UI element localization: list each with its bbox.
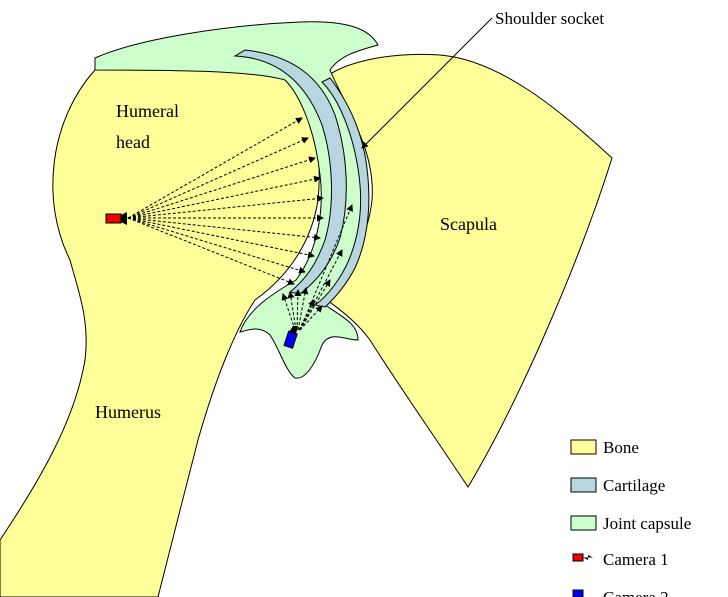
camera1-body: [106, 214, 121, 223]
legend: Bone Cartilage Joint capsule Camera 1 Ca…: [571, 438, 691, 597]
legend-label-camera2: Camera 2: [603, 588, 669, 597]
legend-label-joint-capsule: Joint capsule: [603, 514, 691, 533]
legend-swatch-joint-capsule: [571, 516, 596, 530]
legend-swatch-bone: [571, 440, 596, 454]
legend-label-bone: Bone: [603, 438, 639, 457]
label-humeral-head-1: Humeral: [116, 101, 179, 121]
camera1-icon: [106, 212, 127, 225]
label-shoulder-socket: Shoulder socket: [495, 9, 604, 28]
label-humeral-head-2: head: [116, 132, 150, 152]
label-humerus: Humerus: [95, 402, 161, 422]
legend-camera1-lens: [583, 555, 593, 560]
label-scapula: Scapula: [440, 214, 497, 234]
scapula-bone: [322, 54, 612, 487]
legend-camera1-body: [573, 554, 583, 561]
legend-camera2-body: [573, 590, 583, 597]
legend-label-camera1: Camera 1: [603, 550, 669, 569]
legend-swatch-cartilage: [571, 478, 596, 492]
legend-label-cartilage: Cartilage: [603, 476, 665, 495]
